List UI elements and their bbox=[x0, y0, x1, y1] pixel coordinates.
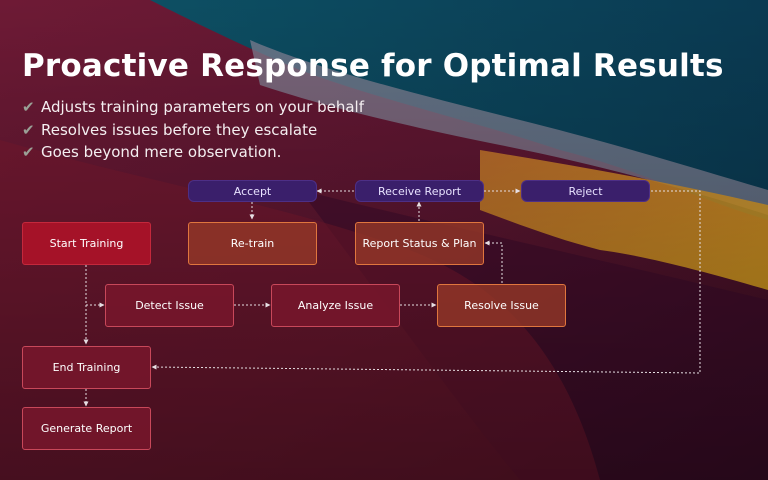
bullet-text: Resolves issues before they escalate bbox=[41, 120, 318, 139]
report-status-plan-node[interactable]: Report Status & Plan bbox=[355, 222, 484, 265]
check-icon: ✔ bbox=[22, 143, 35, 162]
generate-report-node[interactable]: Generate Report bbox=[22, 407, 151, 450]
detect-issue-node[interactable]: Detect Issue bbox=[105, 284, 234, 327]
end-training-node[interactable]: End Training bbox=[22, 346, 151, 389]
bullet-item: ✔ Resolves issues before they escalate bbox=[22, 119, 364, 142]
bullet-item: ✔ Adjusts training parameters on your be… bbox=[22, 96, 364, 119]
bullet-text: Goes beyond mere observation. bbox=[41, 143, 282, 162]
bullet-list: ✔ Adjusts training parameters on your be… bbox=[22, 96, 364, 164]
check-icon: ✔ bbox=[22, 120, 35, 139]
connector-resolve-to-report bbox=[484, 240, 503, 283]
check-icon: ✔ bbox=[22, 98, 35, 117]
start-training-node[interactable]: Start Training bbox=[22, 222, 151, 265]
connector-reject-to-end bbox=[151, 190, 701, 374]
accept-node[interactable]: Accept bbox=[188, 180, 317, 202]
receive-report-node[interactable]: Receive Report bbox=[355, 180, 484, 202]
page-title: Proactive Response for Optimal Results bbox=[22, 48, 724, 84]
analyze-issue-node[interactable]: Analyze Issue bbox=[271, 284, 400, 327]
bullet-item: ✔ Goes beyond mere observation. bbox=[22, 141, 364, 164]
re-train-node[interactable]: Re-train bbox=[188, 222, 317, 265]
bullet-text: Adjusts training parameters on your beha… bbox=[41, 98, 364, 117]
resolve-issue-node[interactable]: Resolve Issue bbox=[437, 284, 566, 327]
reject-node[interactable]: Reject bbox=[521, 180, 650, 202]
